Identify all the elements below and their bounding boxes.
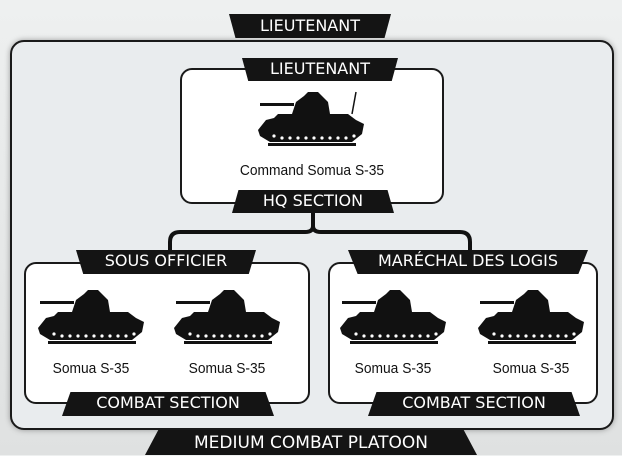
combat-section-2-name-tab: COMBAT SECTION <box>368 392 580 416</box>
platoon-commander-tab: LIEUTENANT <box>229 14 391 38</box>
combat-section-1-name: COMBAT SECTION <box>96 393 240 412</box>
combat-section-2-unit-1: Somua S-35 <box>354 360 432 377</box>
combat-section-1-name-tab: COMBAT SECTION <box>62 392 274 416</box>
combat-section-1-unit-2: Somua S-35 <box>188 360 266 377</box>
combat-section-1-rank: SOUS OFFICIER <box>104 251 228 270</box>
combat-section-1-tank-1-icon <box>38 290 144 344</box>
hq-section-name: HQ SECTION <box>262 191 364 210</box>
platoon-name: MEDIUM COMBAT PLATOON <box>194 433 428 453</box>
combat-section-1-rank-tab: SOUS OFFICIER <box>76 250 256 274</box>
platoon-name-tab: MEDIUM COMBAT PLATOON <box>145 430 477 455</box>
combat-section-2-tank-1-icon <box>340 290 446 344</box>
combat-section-2-tank-2-icon <box>478 290 584 344</box>
hq-rank-tab: LIEUTENANT <box>242 58 398 81</box>
combat-section-1-unit-1: Somua S-35 <box>52 360 130 377</box>
hq-rank: LIEUTENANT <box>270 59 370 78</box>
hq-tank-icon <box>258 91 364 146</box>
combat-section-1-tank-2-icon <box>174 290 280 344</box>
hq-unit-label: Command Somua S-35 <box>239 162 385 179</box>
hq-section-tab: HQ SECTION <box>232 190 394 213</box>
combat-section-2-rank-tab: MARÉCHAL DES LOGIS <box>348 250 588 274</box>
platoon-commander-title: LIEUTENANT <box>260 16 360 35</box>
combat-section-2-rank: MARÉCHAL DES LOGIS <box>377 251 558 270</box>
combat-section-2-unit-2: Somua S-35 <box>492 360 570 377</box>
combat-section-2-name: COMBAT SECTION <box>402 393 546 412</box>
